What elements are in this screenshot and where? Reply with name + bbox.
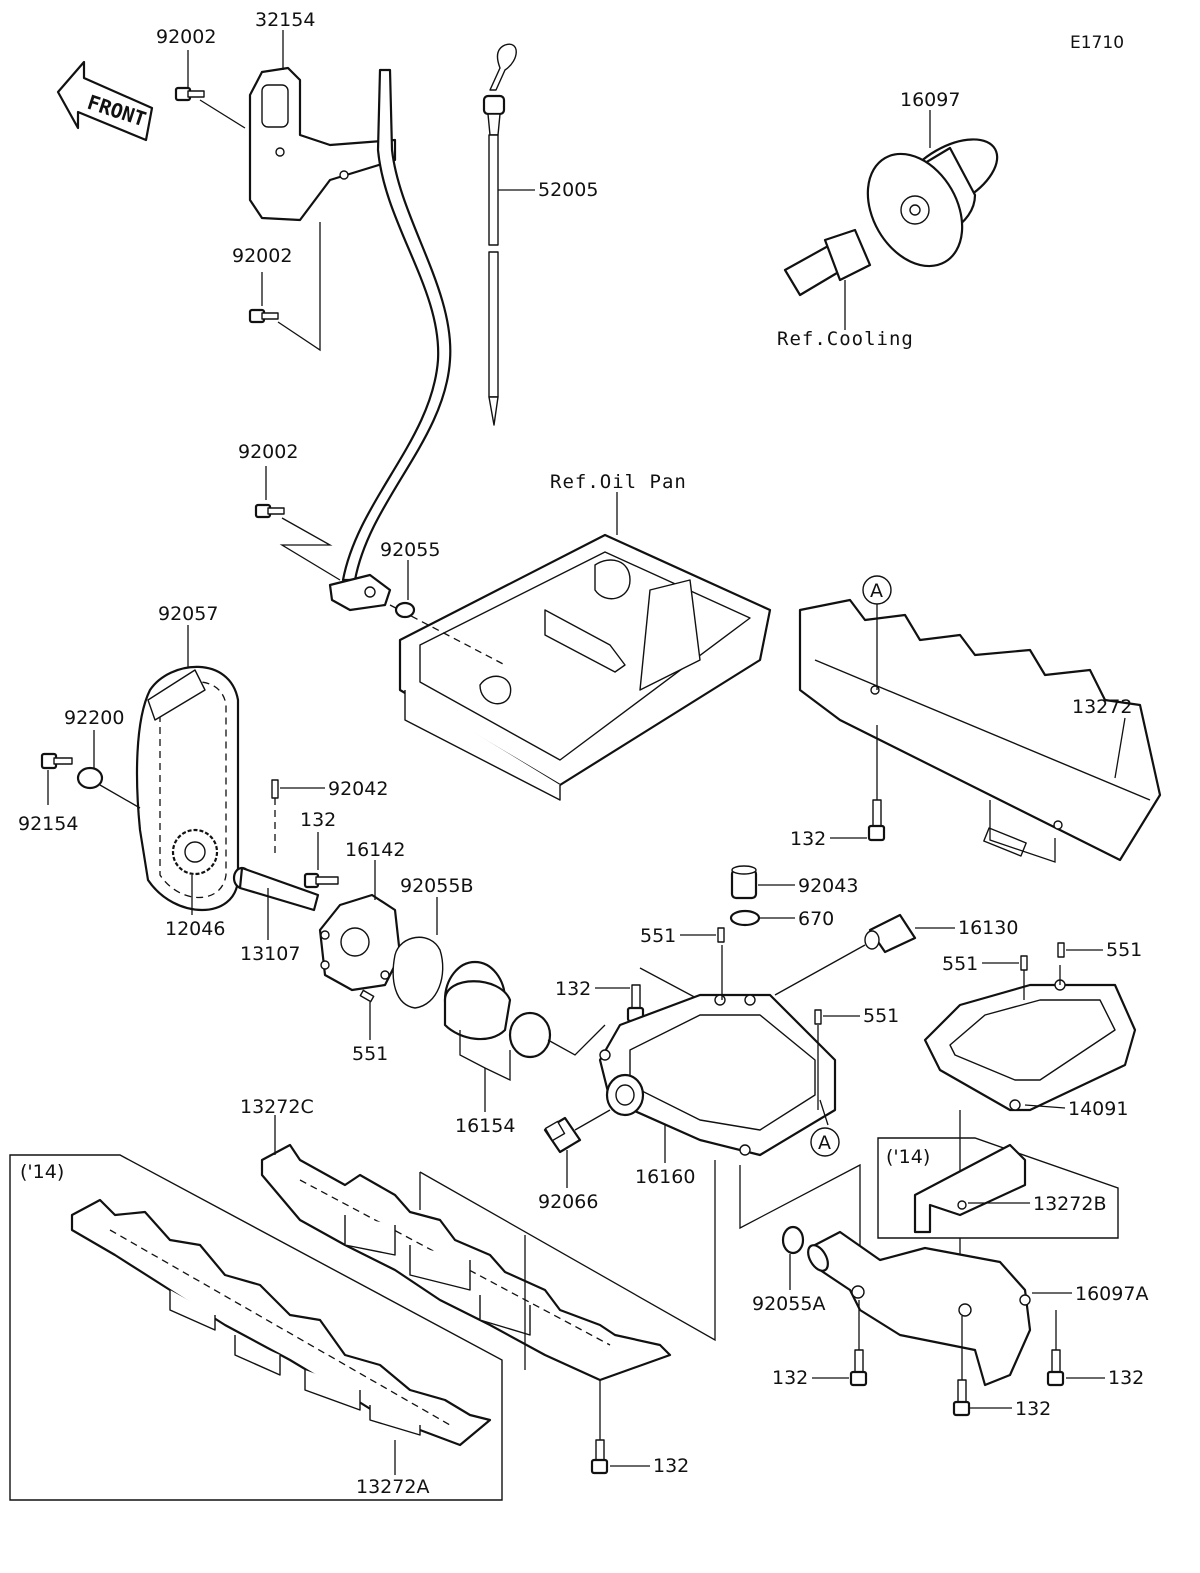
front-arrow: FRONT	[56, 60, 154, 142]
filter-fitting	[783, 228, 872, 297]
part-12046: 12046	[165, 918, 225, 940]
part-551-b: 551	[863, 1005, 899, 1027]
diagram-code: E1710	[1070, 33, 1124, 53]
part-670: 670	[798, 908, 834, 930]
oil-pipe-16097A	[807, 1230, 1032, 1387]
part-16142: 16142	[345, 839, 405, 861]
callout-a-bottom	[810, 1127, 840, 1157]
baffle-13272	[798, 598, 1162, 862]
bolt-132-mid	[626, 984, 645, 1023]
oil-filter	[866, 138, 999, 268]
part-92002-low: 92002	[238, 441, 298, 463]
part-92154: 92154	[18, 813, 78, 835]
part-92043: 92043	[798, 875, 858, 897]
bolt-92154	[40, 752, 73, 770]
part-551-pump: 551	[352, 1043, 388, 1065]
part-16160: 16160	[635, 1166, 695, 1188]
oil-pump-body	[318, 893, 402, 992]
year-box-left-label: ('14)	[20, 1161, 64, 1183]
part-132-r2: 132	[1015, 1398, 1051, 1420]
part-92066: 92066	[538, 1191, 598, 1213]
part-132-pump: 132	[300, 809, 336, 831]
baffle-13272A	[70, 1198, 492, 1447]
part-132-r3: 132	[1108, 1367, 1144, 1389]
part-92057: 92057	[158, 603, 218, 625]
o-ring-670	[729, 909, 761, 927]
year-box-right	[877, 1137, 1119, 1239]
part-132-bottom: 132	[653, 1455, 689, 1477]
part-16130: 16130	[958, 917, 1018, 939]
pump-rotors	[443, 960, 552, 1059]
bolt-132-bottom	[590, 1439, 609, 1475]
bolt-132-r1	[849, 1349, 868, 1387]
part-16154: 16154	[455, 1115, 515, 1137]
bolt-132-r2	[952, 1379, 971, 1417]
part-16097A: 16097A	[1075, 1283, 1148, 1305]
oil-pressure-switch	[864, 913, 917, 954]
part-551-d: 551	[1106, 939, 1142, 961]
year-box-left	[9, 1154, 503, 1501]
pin-92042	[271, 779, 279, 799]
year-box-right-label: ('14)	[886, 1146, 930, 1168]
bushing-92043	[730, 865, 758, 900]
plug-92066	[543, 1116, 582, 1154]
sprocket	[171, 828, 219, 876]
part-92055A: 92055A	[752, 1293, 825, 1315]
part-92002-top: 92002	[156, 26, 216, 48]
part-92055B: 92055B	[400, 875, 473, 897]
baffle-13272B	[913, 1143, 1027, 1234]
part-92055: 92055	[380, 539, 440, 561]
bolt-92002-top	[174, 86, 205, 102]
part-551-a: 551	[640, 925, 676, 947]
callout-a-bottom-label: A	[818, 1132, 831, 1154]
part-92002-mid: 92002	[232, 245, 292, 267]
bolt-132-top	[867, 799, 886, 842]
part-13272: 13272	[1072, 696, 1132, 718]
part-32154: 32154	[255, 9, 315, 31]
drive-chain	[135, 665, 240, 911]
pin-551-d	[1057, 942, 1065, 958]
part-13107: 13107	[240, 943, 300, 965]
part-13272C: 13272C	[240, 1096, 314, 1118]
o-ring-92055A	[781, 1225, 805, 1255]
oil-pump-housing	[598, 993, 837, 1157]
baffle-13272C	[260, 1143, 672, 1382]
part-92042: 92042	[328, 778, 388, 800]
gasket-92055B	[392, 936, 444, 1009]
pump-shaft	[232, 866, 320, 912]
washer-92200	[76, 766, 104, 790]
oil-pan	[398, 533, 772, 801]
dipstick	[482, 43, 517, 426]
oil-pipe-bracket	[248, 66, 397, 222]
part-13272A: 13272A	[356, 1476, 429, 1498]
part-92200: 92200	[64, 707, 124, 729]
o-ring-92055	[394, 601, 416, 619]
oil-pipe	[328, 68, 452, 612]
pin-551-b	[814, 1009, 822, 1025]
part-132-mid: 132	[555, 978, 591, 1000]
part-132-top: 132	[790, 828, 826, 850]
bolt-92002-low	[254, 503, 285, 519]
bolt-132-r3	[1046, 1349, 1065, 1387]
pin-551-pump	[359, 989, 375, 1003]
ref-oil-pan: Ref.Oil Pan	[550, 471, 687, 493]
pump-cover-14091	[923, 979, 1137, 1112]
part-132-r1: 132	[772, 1367, 808, 1389]
part-52005: 52005	[538, 179, 598, 201]
bolt-92002-mid	[248, 308, 279, 324]
pin-551-a	[717, 927, 725, 943]
callout-a-top-label: A	[870, 580, 883, 602]
part-16097: 16097	[900, 89, 960, 111]
part-14091: 14091	[1068, 1098, 1128, 1120]
part-13272B: 13272B	[1033, 1193, 1106, 1215]
bolt-132-pump	[303, 872, 339, 889]
part-551-c: 551	[942, 953, 978, 975]
pin-551-c	[1020, 955, 1028, 971]
ref-cooling: Ref.Cooling	[777, 328, 914, 350]
